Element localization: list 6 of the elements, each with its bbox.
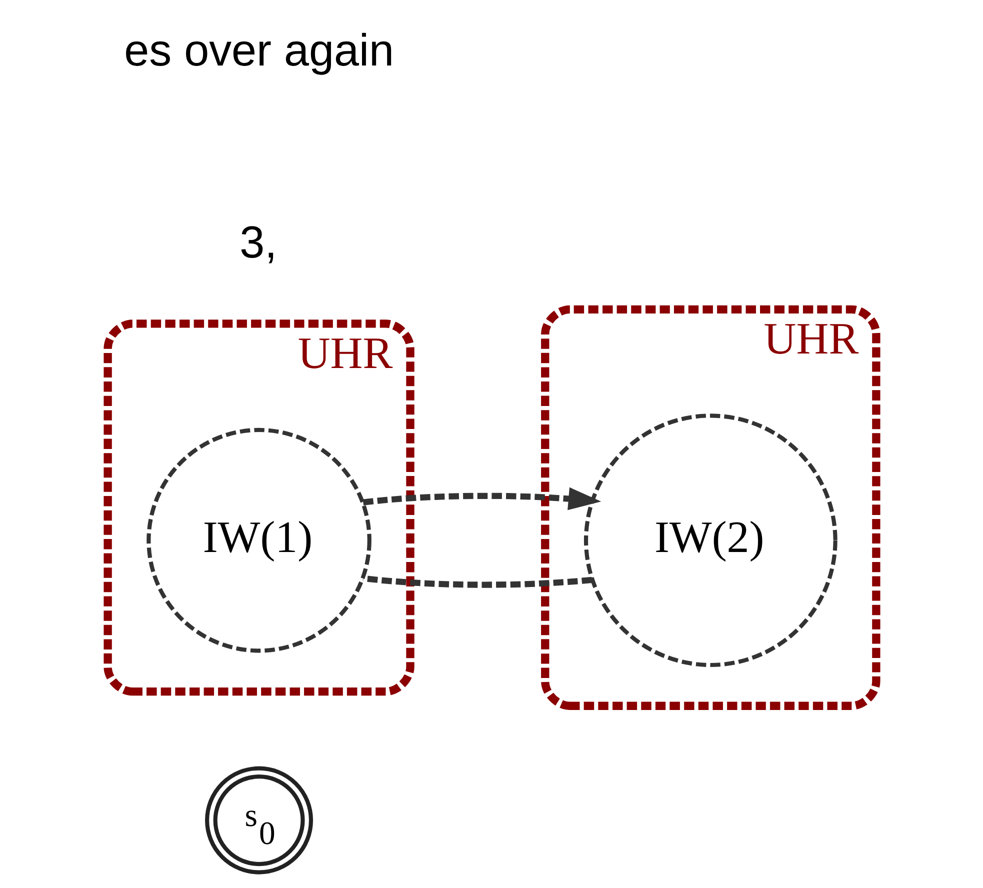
- label: es over again: [124, 24, 394, 75]
- node-circle: IW(1): [146, 427, 371, 652]
- node-circle: IW(2): [583, 413, 837, 667]
- label: 3,: [239, 216, 277, 267]
- connector: [362, 574, 592, 588]
- arrow: [362, 486, 601, 510]
